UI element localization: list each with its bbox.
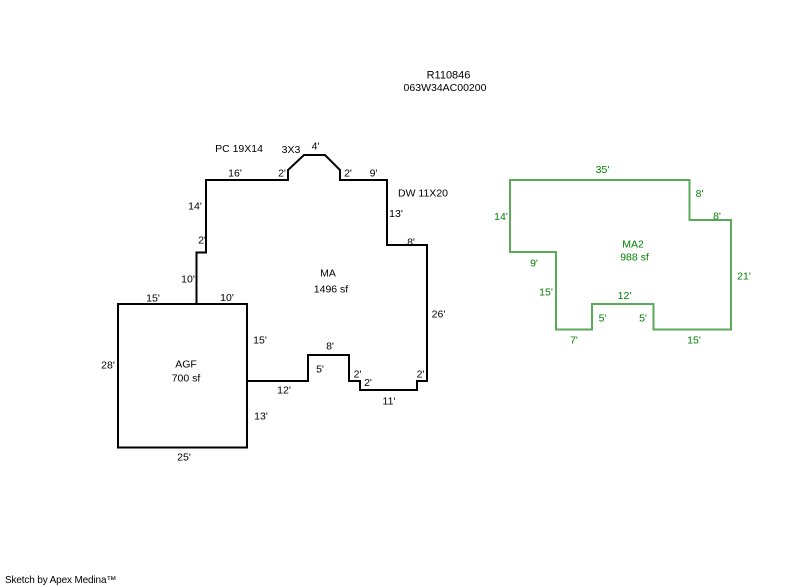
svg-text:Sketch by Apex Medina™: Sketch by Apex Medina™: [5, 575, 116, 586]
svg-text:10': 10': [220, 292, 234, 304]
svg-text:15': 15': [253, 335, 267, 347]
svg-text:15': 15': [146, 293, 160, 305]
svg-text:13': 13': [254, 411, 268, 423]
svg-text:5': 5': [639, 313, 647, 325]
svg-text:R110846: R110846: [427, 70, 471, 82]
svg-text:063W34AC00200: 063W34AC00200: [404, 82, 487, 94]
svg-text:MA2: MA2: [622, 239, 644, 251]
svg-text:12': 12': [277, 385, 291, 397]
svg-text:35': 35': [596, 164, 610, 176]
svg-text:8': 8': [696, 188, 704, 200]
svg-text:28': 28': [101, 360, 115, 372]
svg-text:1496 sf: 1496 sf: [314, 284, 349, 296]
svg-text:13': 13': [389, 208, 403, 220]
svg-text:4': 4': [312, 141, 320, 153]
svg-text:2': 2': [354, 369, 362, 381]
svg-text:2': 2': [364, 377, 372, 389]
svg-text:5': 5': [316, 364, 324, 376]
svg-text:9': 9': [370, 168, 378, 180]
svg-text:15': 15': [539, 287, 553, 299]
svg-text:15': 15': [687, 335, 701, 347]
svg-text:8': 8': [326, 341, 334, 353]
svg-text:3X3: 3X3: [282, 144, 301, 156]
svg-text:16': 16': [228, 168, 242, 180]
svg-text:DW 11X20: DW 11X20: [398, 188, 448, 200]
svg-text:7': 7': [570, 335, 578, 347]
svg-text:12': 12': [618, 290, 632, 302]
svg-text:25': 25': [177, 452, 191, 464]
svg-text:5': 5': [599, 313, 607, 325]
svg-text:8': 8': [407, 237, 415, 249]
svg-text:988 sf: 988 sf: [620, 252, 649, 264]
svg-text:MA: MA: [320, 268, 336, 280]
svg-text:21': 21': [737, 271, 751, 283]
svg-text:10': 10': [181, 274, 195, 286]
svg-text:14': 14': [188, 201, 202, 213]
svg-text:9': 9': [530, 258, 538, 270]
svg-text:2': 2': [344, 168, 352, 180]
svg-text:8': 8': [713, 211, 721, 223]
svg-text:26': 26': [432, 309, 446, 321]
svg-text:700 sf: 700 sf: [172, 373, 201, 385]
svg-text:14': 14': [494, 211, 508, 223]
svg-text:11': 11': [383, 396, 396, 408]
svg-text:2': 2': [278, 168, 286, 180]
svg-text:2': 2': [198, 235, 206, 247]
svg-text:AGF: AGF: [175, 359, 197, 371]
svg-text:PC 19X14: PC 19X14: [215, 143, 263, 155]
svg-text:2': 2': [417, 369, 425, 381]
